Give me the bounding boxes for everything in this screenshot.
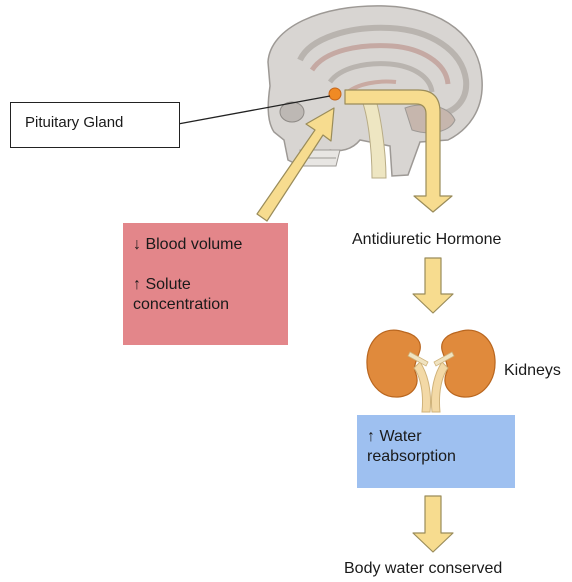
kidneys-label: Kidneys — [504, 362, 561, 380]
solute-text-line1: ↑ Solute — [133, 275, 278, 295]
response-to-outcome-arrow — [413, 496, 453, 552]
adh-to-kidneys-arrow — [413, 258, 453, 313]
response-box: ↑ Water reabsorption — [357, 415, 515, 488]
stimulus-box: ↓ Blood volume ↑ Solute concentration — [123, 223, 288, 345]
outcome-label: Body water conserved — [344, 560, 502, 578]
adh-label: Antidiuretic Hormone — [352, 231, 501, 249]
water-text-line2: reabsorption — [367, 447, 505, 467]
kidneys-illustration — [367, 330, 495, 412]
solute-text-line2: concentration — [133, 295, 278, 315]
pituitary-label-box: Pituitary Gland — [10, 102, 180, 148]
pituitary-marker — [329, 88, 341, 100]
pituitary-label: Pituitary Gland — [25, 114, 123, 131]
blood-volume-text: ↓ Blood volume — [133, 235, 278, 255]
water-text-line1: ↑ Water — [367, 427, 505, 447]
